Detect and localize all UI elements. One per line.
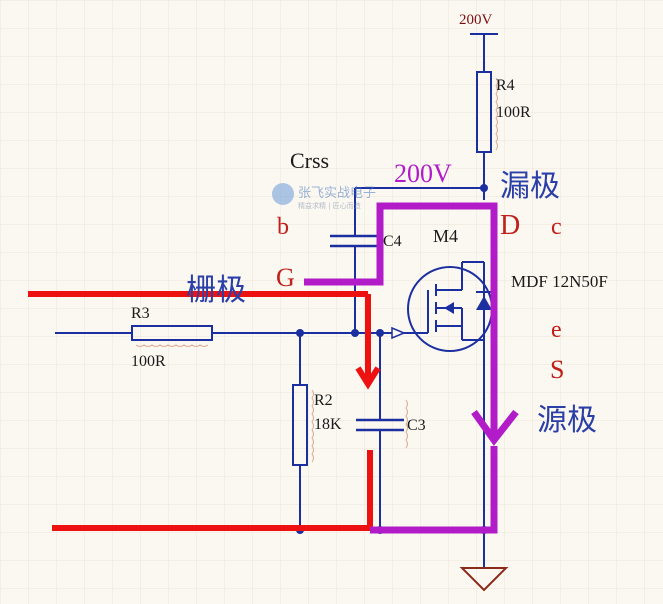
gate-pin-arrow <box>391 326 406 340</box>
magenta-return-path <box>370 446 498 534</box>
r2-tolerance-mark <box>311 389 314 463</box>
b-label: b <box>277 214 289 240</box>
r3-value: 100R <box>131 353 166 370</box>
ground-symbol <box>459 567 509 592</box>
supply-label: 200V <box>459 12 493 28</box>
body-diode <box>476 296 492 310</box>
resistor-r2 <box>292 384 308 466</box>
drain-voltage-label: 200V <box>394 159 452 188</box>
watermark-subtitle: 精益求精 | 匠心而造 <box>298 201 361 210</box>
r4-tolerance-mark <box>495 77 498 151</box>
watermark-title: 张飞实战电子 <box>298 186 376 201</box>
resistor-r4 <box>476 71 492 153</box>
s-label: S <box>550 355 564 384</box>
e-label: e <box>551 317 562 343</box>
magenta-gate-drain-path <box>304 202 498 436</box>
mosfet-m4 <box>391 261 493 352</box>
capacitor-c4 <box>330 234 380 248</box>
junction-drain <box>480 184 488 192</box>
r4-value: 100R <box>496 104 531 121</box>
magenta-arrowhead <box>471 409 519 446</box>
channel-arrow <box>444 302 454 314</box>
r2-value: 18K <box>314 416 342 433</box>
drain-cn-label: 漏极 <box>500 169 560 204</box>
r4-ref: R4 <box>496 77 515 94</box>
junction-gate-c4 <box>351 329 359 337</box>
r2-ref: R2 <box>314 392 333 409</box>
resistor-r3 <box>131 325 213 341</box>
magenta-markup <box>304 202 519 534</box>
c3-ref: C3 <box>407 417 426 434</box>
watermark-logo-icon <box>272 183 294 205</box>
red-arrowhead <box>355 366 381 390</box>
g-label: G <box>276 263 295 292</box>
c-label: c <box>551 214 562 240</box>
junction-gate-r2 <box>296 329 304 337</box>
r3-ref: R3 <box>131 305 150 322</box>
source-cn-label: 源极 <box>537 403 597 438</box>
m4-ref: M4 <box>433 226 458 246</box>
c3-tolerance-mark <box>405 399 408 449</box>
r3-tolerance-mark <box>135 344 209 347</box>
junction-gate-c3 <box>376 329 384 337</box>
m4-part: MDF 12N50F <box>511 272 608 291</box>
crss-label: Crss <box>290 148 329 173</box>
watermark: 张飞实战电子 精益求精 | 匠心而造 <box>272 183 376 210</box>
d-label: D <box>500 210 520 241</box>
c4-ref: C4 <box>383 233 402 250</box>
capacitor-c3 <box>356 418 404 432</box>
gate-cn-label: 栅极 <box>186 273 246 308</box>
red-markup <box>28 291 381 531</box>
